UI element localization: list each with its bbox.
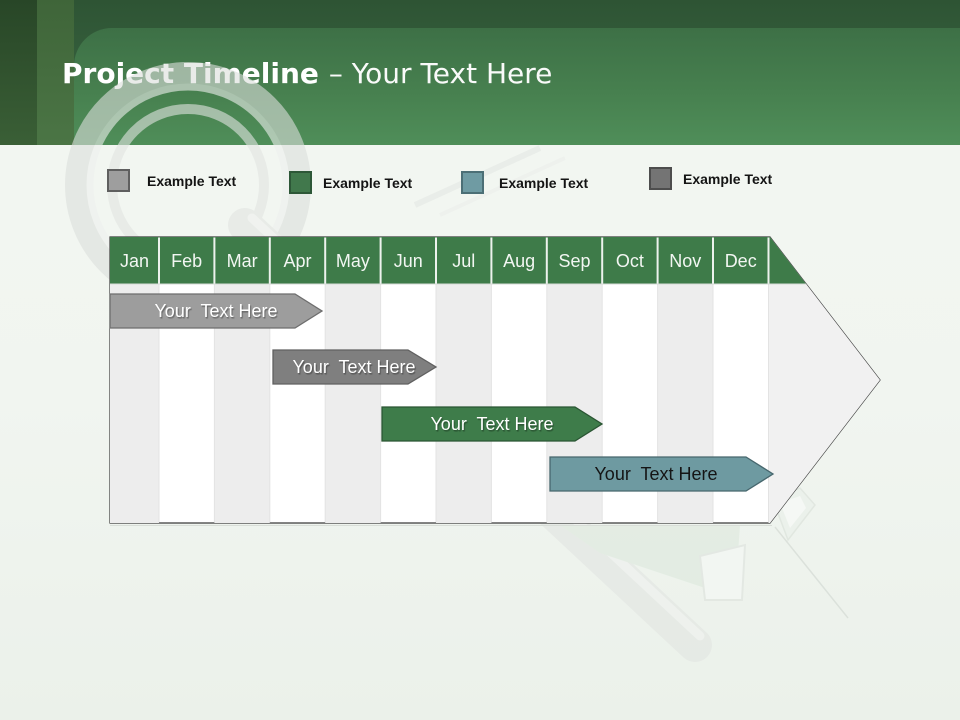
timeline-bar bbox=[549, 456, 775, 492]
month-label: Nov bbox=[669, 251, 701, 271]
legend-label: Example Text bbox=[147, 172, 237, 189]
legend-item: Example Text bbox=[649, 167, 772, 190]
month-label: Apr bbox=[283, 251, 311, 271]
legend-label: Example Text bbox=[323, 174, 413, 191]
month-label: Mar bbox=[227, 251, 258, 271]
month-label: Sep bbox=[558, 251, 590, 271]
month-label: Dec bbox=[725, 251, 757, 271]
timeline-bar bbox=[272, 349, 438, 385]
legend-swatch-gray bbox=[107, 169, 130, 192]
legend-label: Example Text bbox=[499, 174, 589, 191]
month-label: Jun bbox=[394, 251, 423, 271]
header-accent-strip-light bbox=[37, 0, 74, 145]
month-label: Jul bbox=[452, 251, 475, 271]
timeline-bar-label: Your Text Here bbox=[154, 301, 277, 321]
month-label: Oct bbox=[616, 251, 644, 271]
legend-item: Example Text bbox=[461, 171, 588, 194]
timeline-bar bbox=[381, 406, 604, 442]
header-accent-strip-dark bbox=[0, 0, 37, 145]
slide-title-suffix: – Your Text Here bbox=[328, 57, 553, 90]
timeline-bar-label: Your Text Here bbox=[594, 464, 717, 484]
month-header-separators bbox=[158, 237, 770, 284]
timeline-bar-label: Your Text Here bbox=[430, 414, 553, 434]
legend-swatch-teal bbox=[461, 171, 484, 194]
legend-item: Example Text bbox=[107, 169, 236, 192]
month-label: May bbox=[336, 251, 370, 271]
legend-swatch-darkgray bbox=[649, 167, 672, 190]
month-labels: Jan Feb Mar Apr May Jun Jul Aug Sep Oct … bbox=[120, 251, 757, 271]
legend-swatch-green bbox=[289, 171, 312, 194]
timeline-bars: Your Text Here Your Text Here Your Text … bbox=[109, 293, 775, 492]
month-label: Jan bbox=[120, 251, 149, 271]
timeline-month-header bbox=[110, 237, 820, 284]
timeline-bar bbox=[109, 293, 324, 329]
month-label: Aug bbox=[503, 251, 535, 271]
legend-label: Example Text bbox=[683, 170, 773, 187]
month-label: Feb bbox=[171, 251, 202, 271]
legend-item: Example Text bbox=[289, 171, 412, 194]
timeline-bar-label: Your Text Here bbox=[292, 357, 415, 377]
